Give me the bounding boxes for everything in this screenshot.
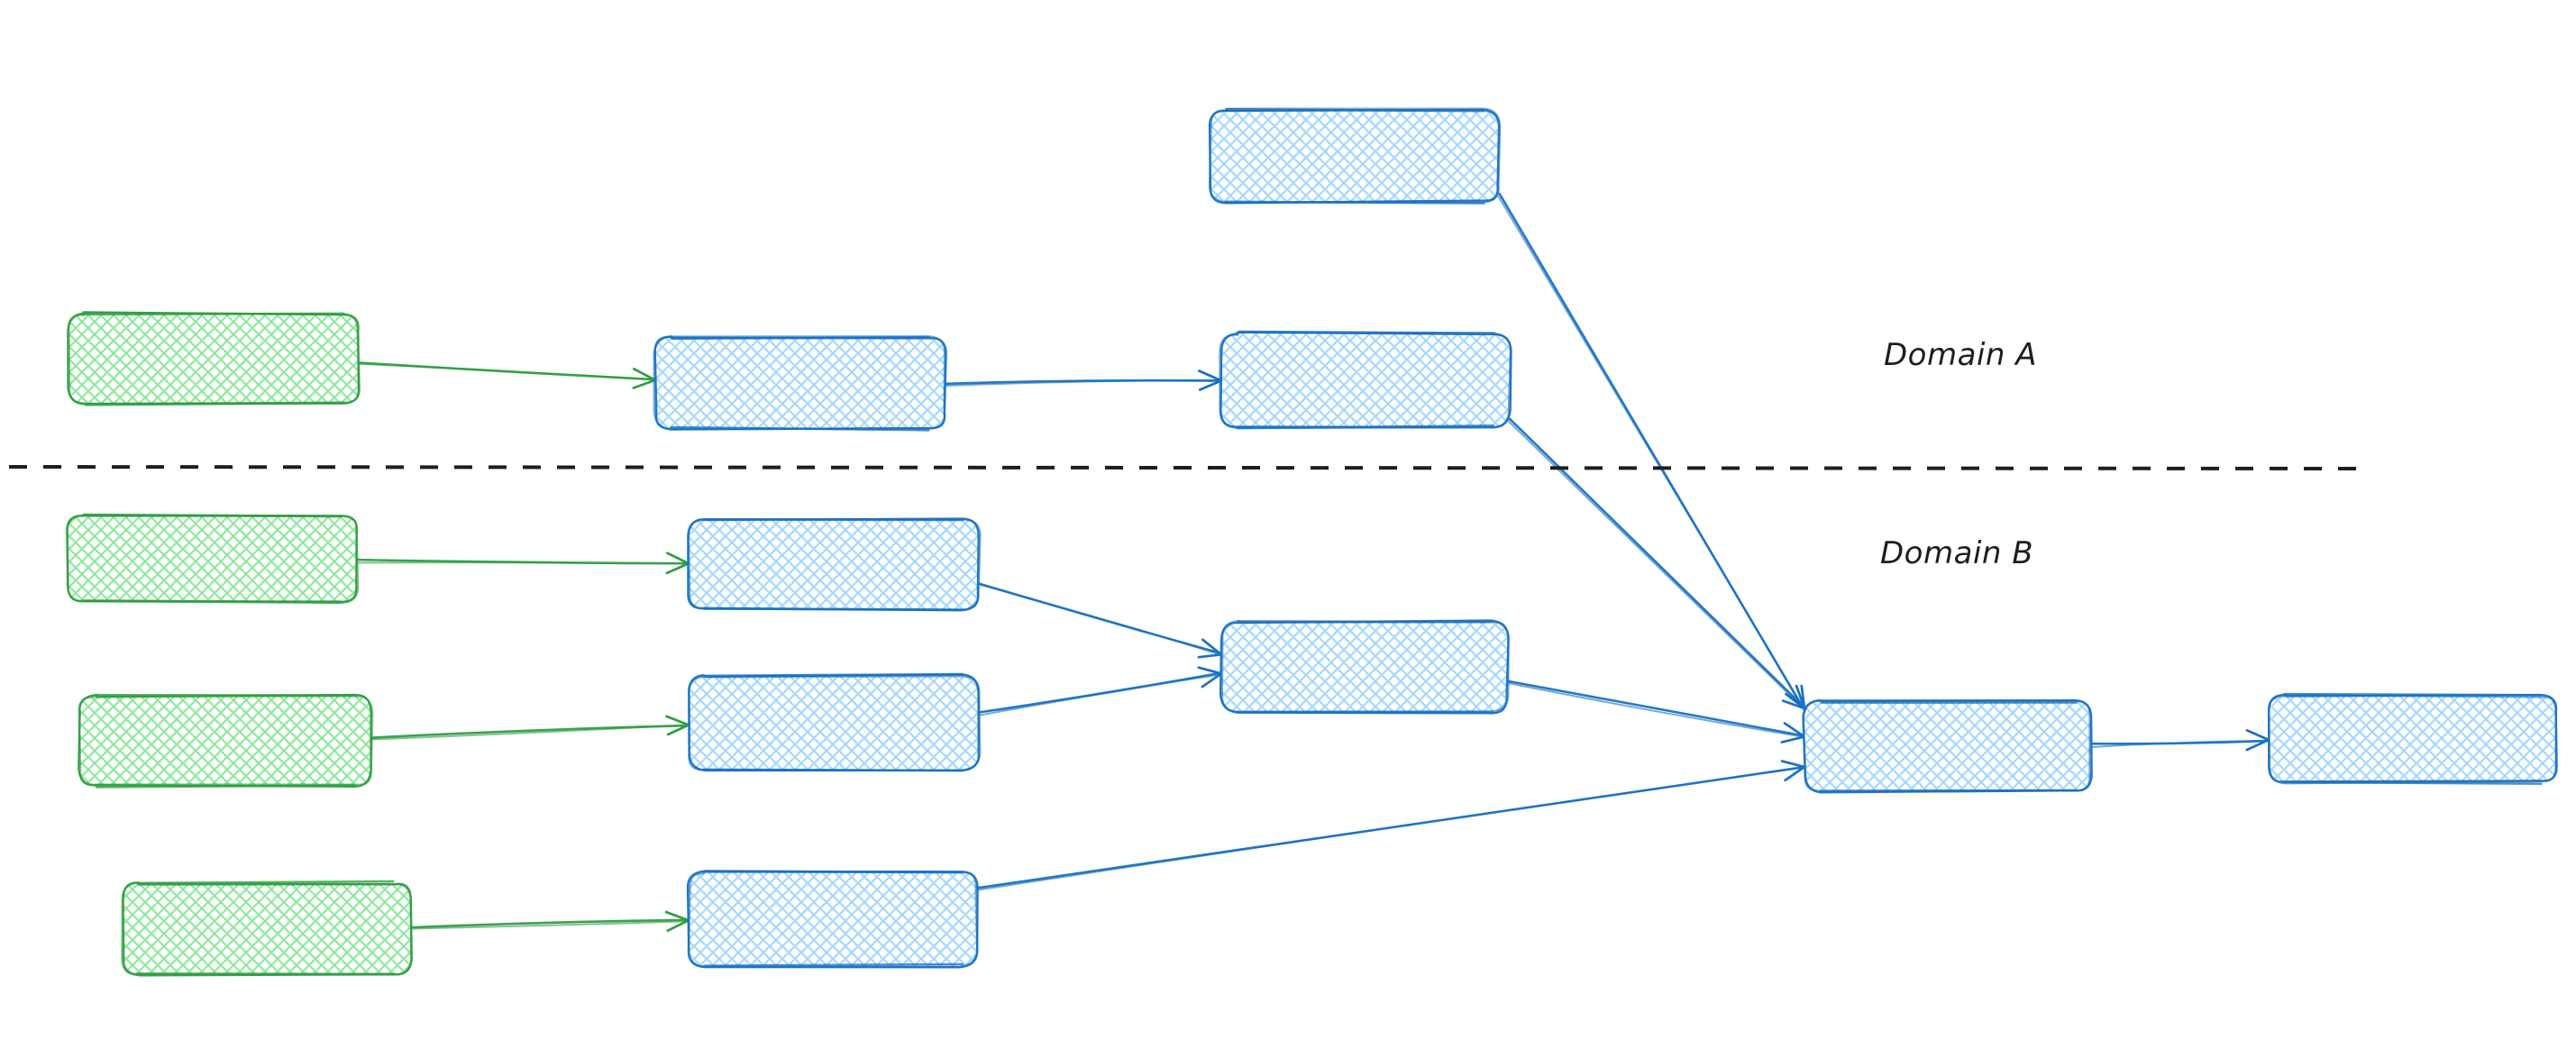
diagram-node-a-top-process[interactable] — [1208, 107, 1502, 205]
diagram-edge-e1 — [357, 361, 657, 389]
diagram-node-b-process-1[interactable] — [687, 517, 982, 612]
diagram-node-b-source-3[interactable] — [121, 880, 413, 977]
diagram-node-b-aggregate[interactable] — [1802, 698, 2093, 794]
diagram-node-a-source-1[interactable] — [67, 311, 361, 406]
domain-a-label: Domain A — [1884, 337, 2037, 373]
diagram-edge-e8 — [977, 582, 1223, 659]
node-layer — [8, 107, 2559, 977]
diagram-node-a-process-2[interactable] — [1219, 330, 1512, 430]
diagram-edge-e5 — [355, 552, 690, 575]
edge-layer — [355, 192, 2270, 933]
diagram-edge-e6 — [369, 715, 691, 741]
diagram-edge-e11 — [975, 760, 1806, 891]
diagram-edge-e7 — [409, 910, 690, 933]
diagram-node-b-source-1[interactable] — [66, 513, 360, 605]
diagram-node-b-hub[interactable] — [1219, 619, 1510, 715]
diagram-node-b-output[interactable] — [2267, 692, 2559, 785]
diagram-edge-e2 — [944, 369, 1223, 391]
diagram-edge-e9 — [978, 666, 1223, 716]
diagram-node-a-process-1[interactable] — [653, 335, 947, 432]
diagram-node-b-process-3[interactable] — [686, 870, 979, 969]
diagram-node-b-source-2[interactable] — [78, 693, 374, 789]
diagram-edge-e12 — [2089, 729, 2270, 752]
domain-b-label: Domain B — [1880, 535, 2034, 571]
diagram-node-b-process-2[interactable] — [688, 672, 982, 772]
domain-divider — [8, 465, 2373, 470]
diagram-edge-e10 — [1506, 680, 1806, 743]
